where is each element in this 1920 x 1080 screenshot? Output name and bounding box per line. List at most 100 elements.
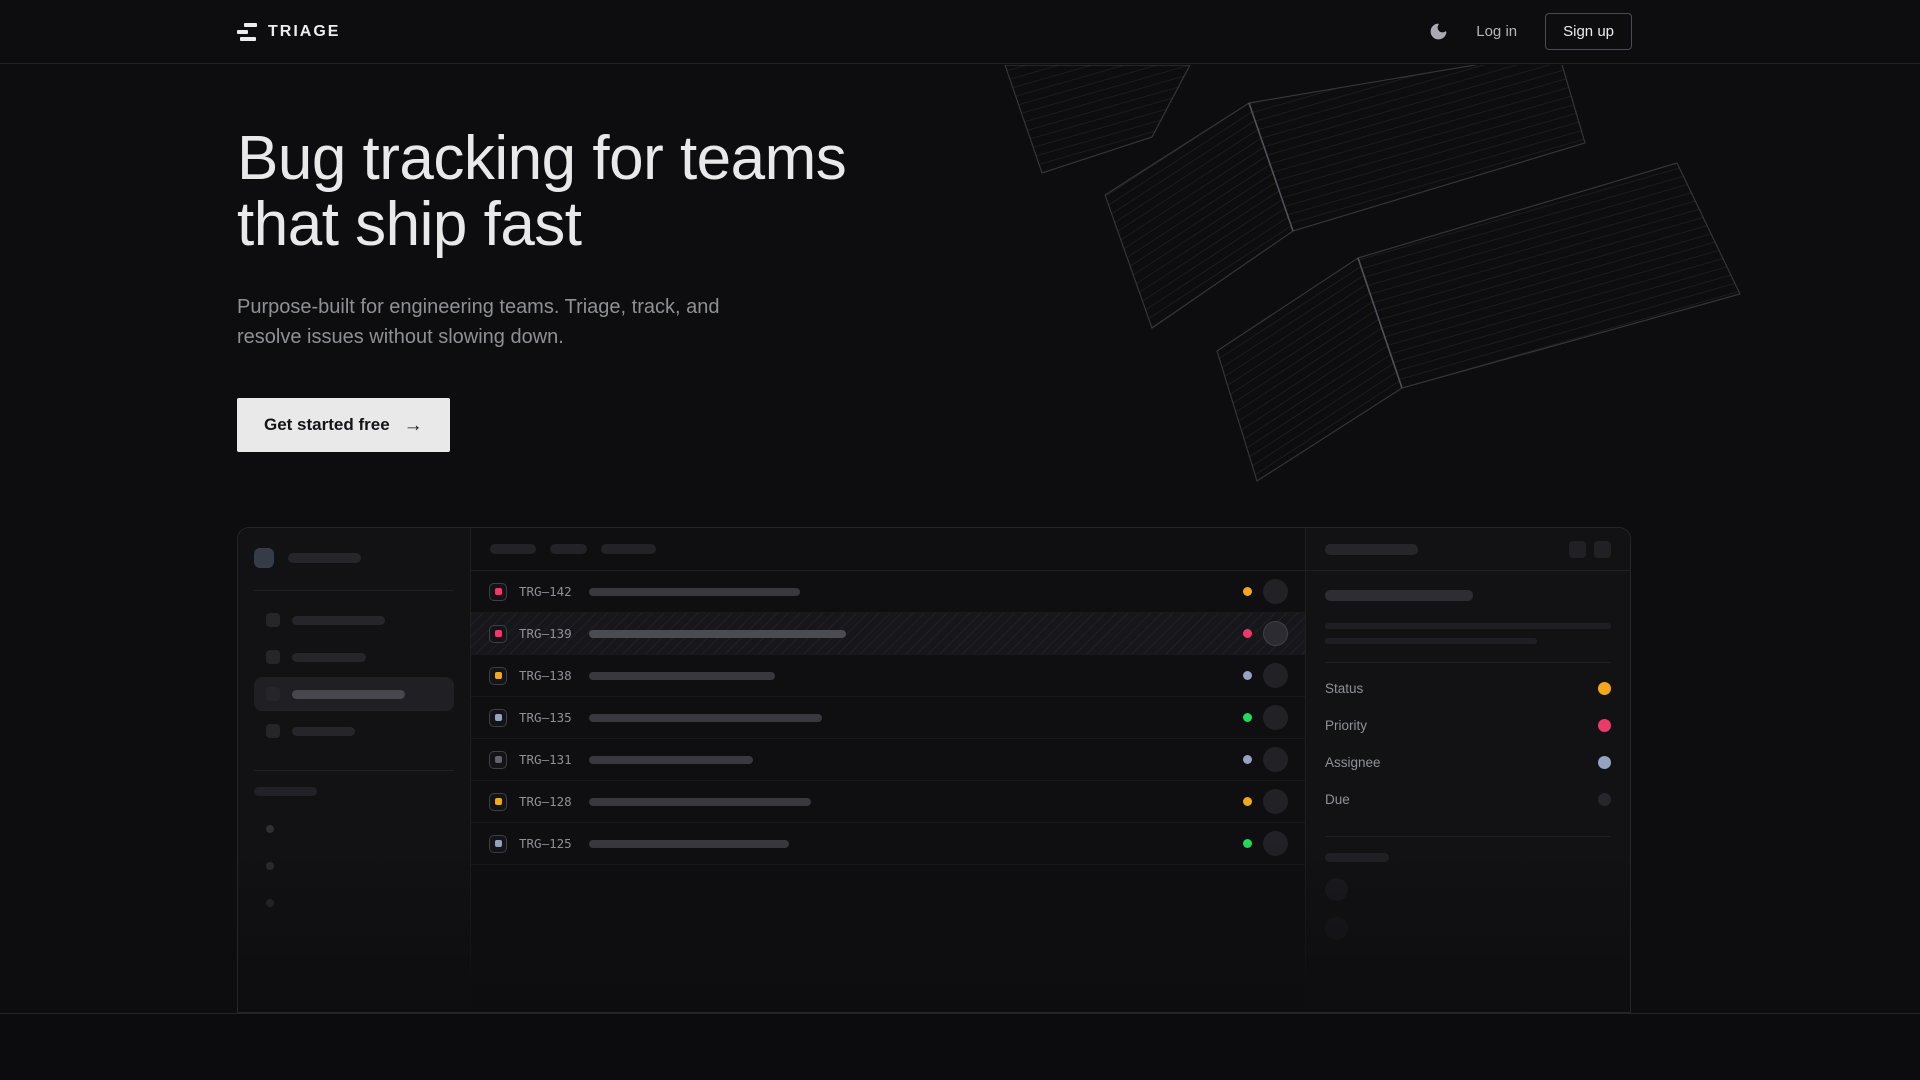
brand-name: TRIAGE: [268, 22, 341, 40]
assignee-avatar: [1263, 579, 1288, 604]
issue-row: TRG–125: [471, 823, 1305, 865]
detail-panel-header: [1306, 528, 1630, 571]
detail-field-row: Status: [1325, 670, 1611, 707]
page-title: Bug tracking for teams that ship fast: [237, 124, 847, 259]
status-dot: [1243, 587, 1252, 596]
issue-id: TRG–142: [519, 584, 572, 599]
issue-id: TRG–131: [519, 752, 572, 767]
issue-id: TRG–135: [519, 710, 572, 725]
assignee-avatar: [1263, 705, 1288, 730]
comments-section-skeleton: [1325, 853, 1389, 862]
sidebar-item: [254, 640, 454, 674]
field-value-dot: [1598, 793, 1611, 806]
sidebar-nav-skeleton: [254, 603, 454, 748]
login-link[interactable]: Log in: [1476, 23, 1518, 40]
field-value-dot: [1598, 756, 1611, 769]
issue-type-icon: [489, 582, 507, 601]
sidebar-dot: [266, 899, 274, 907]
field-value-dot: [1598, 682, 1611, 695]
hero-subtitle: Purpose-built for engineering teams. Tri…: [237, 296, 720, 348]
issue-row: TRG–135: [471, 697, 1305, 739]
issue-row: TRG–131: [471, 739, 1305, 781]
get-started-button[interactable]: Get started free →: [237, 398, 450, 452]
issue-type-icon: [489, 750, 507, 769]
assignee-avatar: [1263, 621, 1288, 646]
detail-field-row: Assignee: [1325, 744, 1611, 781]
sidebar-dot: [266, 825, 274, 833]
issue-row: TRG–128: [471, 781, 1305, 823]
navbar: TRIAGE Log in Sign up: [0, 0, 1920, 64]
comment-avatar: [1325, 917, 1348, 940]
issue-title-skeleton: [589, 587, 800, 596]
sidebar-item: [254, 603, 454, 637]
workspace-switcher-skeleton: [254, 548, 454, 568]
status-dot: [1243, 797, 1252, 806]
comment-avatar: [1325, 878, 1348, 901]
mockup-detail-panel: Status Priority Assignee Due: [1305, 528, 1630, 1012]
status-dot: [1243, 629, 1252, 638]
moon-icon: [1430, 23, 1447, 40]
assignee-avatar: [1263, 663, 1288, 688]
issue-title-skeleton: [589, 629, 846, 638]
status-dot: [1243, 671, 1252, 680]
sidebar-item-active: [254, 677, 454, 711]
issue-id: TRG–139: [519, 626, 572, 641]
sidebar-section-skeleton: [254, 787, 317, 796]
triage-logo-icon: [237, 22, 257, 41]
issue-list-toolbar-skeleton: [471, 528, 1305, 571]
nav-actions: Log in Sign up: [1429, 13, 1632, 50]
status-dot: [1243, 713, 1252, 722]
hero-section: Bug tracking for teams that ship fast Pu…: [237, 124, 847, 452]
field-value-dot: [1598, 719, 1611, 732]
status-dot: [1243, 839, 1252, 848]
issue-title-skeleton: [589, 755, 753, 764]
headline-line-1: Bug tracking for teams: [237, 124, 847, 193]
assignee-avatar: [1263, 789, 1288, 814]
theme-toggle-button[interactable]: [1429, 22, 1448, 41]
panel-action-button: [1594, 540, 1611, 558]
issue-row: TRG–139: [471, 613, 1305, 655]
issue-type-icon: [489, 834, 507, 853]
issue-type-icon: [489, 708, 507, 727]
field-label: Due: [1325, 792, 1350, 807]
description-line-skeleton: [1325, 623, 1611, 629]
next-section-background: [0, 1014, 1920, 1080]
headline-line-2: that ship fast: [237, 190, 582, 259]
brand-logo: TRIAGE: [237, 22, 341, 41]
arrow-right-icon: →: [403, 414, 423, 436]
issue-title-skeleton: [589, 797, 811, 806]
field-label: Status: [1325, 681, 1364, 696]
app-preview-window: TRG–142 TRG–139 TRG–138 TRG–135 TRG–131: [237, 527, 1631, 1013]
wireframe-ribbons-graphic: [1004, 65, 1741, 482]
issue-type-icon: [489, 624, 507, 643]
detail-field-row: Priority: [1325, 707, 1611, 744]
assignee-avatar: [1263, 831, 1288, 856]
issue-title-skeleton: [589, 671, 775, 680]
assignee-avatar: [1263, 747, 1288, 772]
description-line-skeleton: [1325, 638, 1537, 644]
section-divider: [0, 1013, 1920, 1014]
signup-button[interactable]: Sign up: [1545, 13, 1632, 50]
mockup-sidebar: [238, 528, 471, 1012]
field-label: Priority: [1325, 718, 1368, 733]
issue-title-skeleton: [1325, 590, 1473, 601]
issue-title-skeleton: [589, 713, 822, 722]
issue-row: TRG–142: [471, 571, 1305, 613]
issue-row: TRG–138: [471, 655, 1305, 697]
issue-type-icon: [489, 792, 507, 811]
field-label: Assignee: [1325, 755, 1381, 770]
detail-header-actions: [1569, 540, 1611, 558]
sidebar-dot: [266, 862, 274, 870]
panel-action-button: [1569, 540, 1586, 558]
sidebar-item: [254, 714, 454, 748]
workspace-icon: [254, 548, 274, 568]
issue-type-icon: [489, 666, 507, 685]
issue-id: TRG–125: [519, 836, 572, 851]
issue-id: TRG–138: [519, 668, 572, 683]
detail-panel-body: Status Priority Assignee Due: [1306, 571, 1630, 959]
issue-title-skeleton: [589, 839, 789, 848]
issue-id: TRG–128: [519, 794, 572, 809]
mockup-issue-list: TRG–142 TRG–139 TRG–138 TRG–135 TRG–131: [471, 528, 1305, 1012]
detail-field-row: Due: [1325, 781, 1611, 818]
status-dot: [1243, 755, 1252, 764]
